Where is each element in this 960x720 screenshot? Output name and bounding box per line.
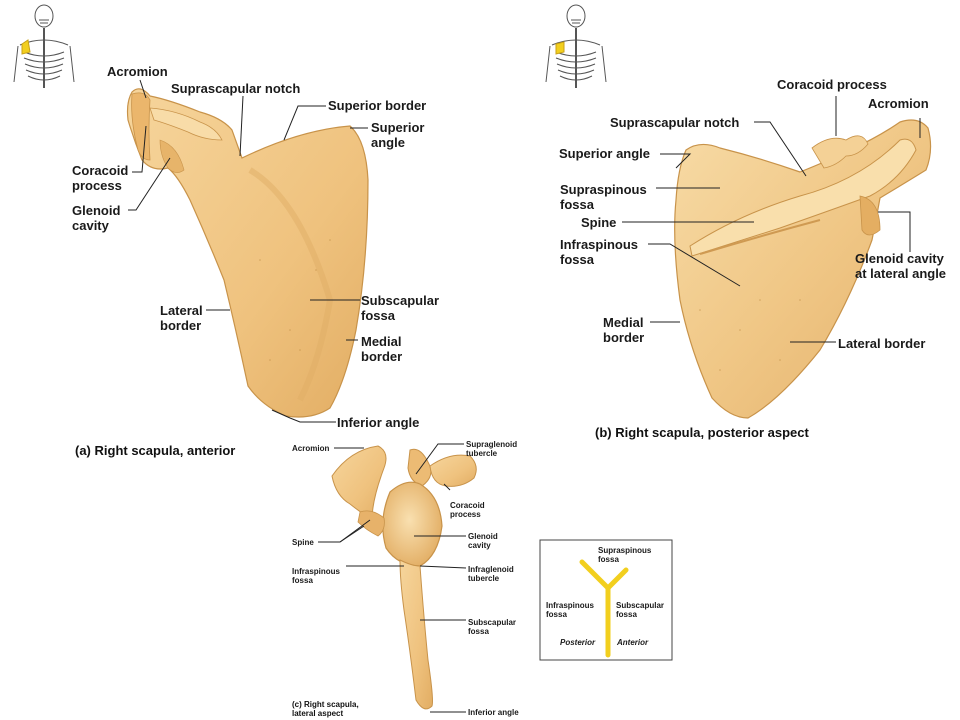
key-diagram: [539, 539, 673, 661]
label-c-acromion: Acromion: [292, 444, 330, 453]
label-c-infraspinous-fossa: Infraspinous fossa: [292, 567, 341, 585]
label-c-infraglenoid-tubercle: Infraglenoid tubercle: [468, 565, 514, 583]
key-y-shape: [579, 559, 629, 658]
label-c-spine: Spine: [292, 538, 314, 547]
label-b-supraspinous-fossa: Supraspinous fossa: [560, 182, 647, 212]
label-b-glenoid-cavity: Glenoid cavity at lateral angle: [855, 251, 947, 281]
label-a-inferior-angle: Inferior angle: [337, 415, 420, 430]
label-b-acromion: Acromion: [868, 96, 929, 111]
scapula-posterior-drawing: [674, 119, 932, 419]
label-a-lateral-border: Lateral border: [160, 303, 203, 333]
label-b-suprascapular-notch: Suprascapular notch: [610, 115, 740, 130]
label-a-glenoid-cavity: Glenoid cavity: [72, 203, 121, 233]
scapula-lateral-drawing: [331, 445, 477, 710]
label-c-coracoid-process: Coracoid process: [450, 501, 485, 519]
label-b-lateral-border: Lateral border: [838, 336, 926, 351]
leader-lines: [128, 79, 921, 713]
label-a-medial-border: Medial border: [361, 334, 403, 364]
key-label-anterior: Anterior: [617, 638, 649, 647]
caption-b: (b) Right scapula, posterior aspect: [595, 425, 809, 440]
skeleton-icon-posterior: [545, 4, 607, 88]
label-b-medial-border: Medial border: [603, 315, 645, 345]
label-a-coracoid-process: Coracoid process: [72, 163, 129, 193]
label-c-subscapular-fossa: Subscapular fossa: [468, 618, 517, 636]
label-b-superior-angle: Superior angle: [559, 146, 651, 161]
caption-c: (c) Right scapula, lateral aspect: [292, 700, 359, 718]
label-c-glenoid-cavity: Glenoid cavity: [468, 532, 498, 550]
label-b-coracoid-process: Coracoid process: [777, 77, 887, 92]
label-b-spine: Spine: [581, 215, 617, 230]
label-b-infraspinous-fossa: Infraspinous fossa: [560, 237, 639, 267]
bone-texture: [259, 239, 801, 371]
label-a-suprascapular-notch: Suprascapular notch: [171, 81, 301, 96]
label-a-acromion: Acromion: [107, 64, 168, 79]
key-label-posterior: Posterior: [560, 638, 596, 647]
label-a-subscapular-fossa: Subscapular fossa: [361, 293, 440, 323]
skeleton-icon: [13, 4, 75, 88]
label-a-superior-angle: Superior angle: [371, 120, 425, 150]
key-label-supraspinous: Supraspinous fossa: [598, 546, 652, 564]
label-c-inferior-angle: Inferior angle: [468, 708, 519, 717]
caption-a: (a) Right scapula, anterior: [75, 443, 236, 458]
key-label-infraspinous: Infraspinous fossa: [546, 601, 595, 619]
label-a-superior-border: Superior border: [328, 98, 427, 113]
key-label-subscapular: Subscapular fossa: [616, 601, 665, 619]
label-c-supraglenoid-tubercle: Supraglenoid tubercle: [466, 440, 518, 458]
scapula-anterior-drawing: [126, 88, 369, 418]
